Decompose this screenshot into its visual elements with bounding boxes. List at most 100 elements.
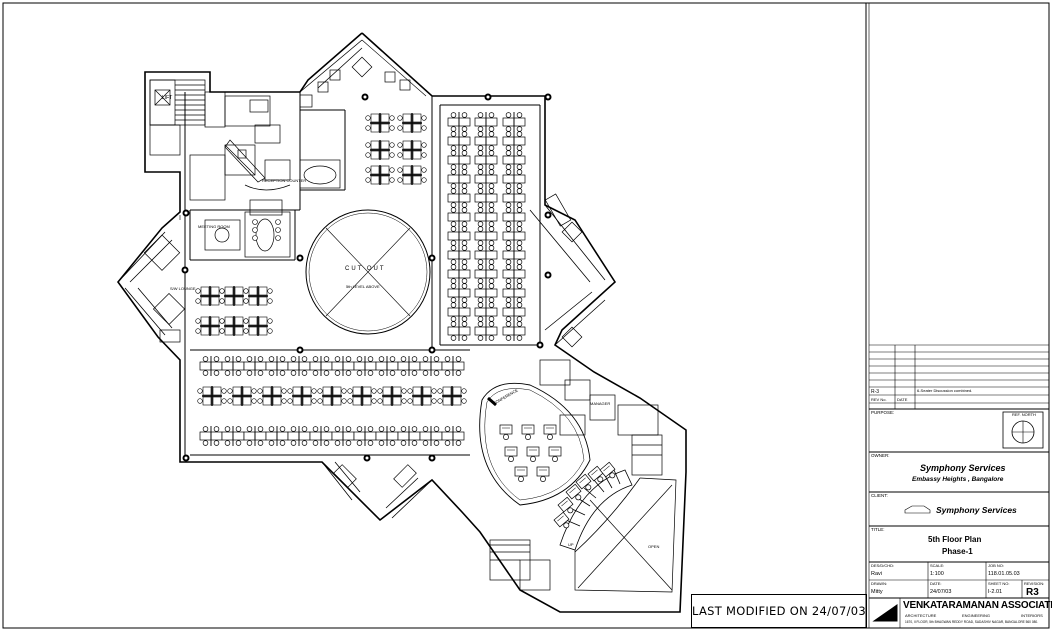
workstation-cluster (377, 385, 407, 407)
up-label: UP (568, 542, 574, 547)
structural-column (182, 454, 190, 462)
workstation-pair (447, 206, 471, 228)
workstation-pair (502, 263, 526, 285)
structural-column (484, 93, 492, 101)
workstation-pair (502, 206, 526, 228)
workstations-north (365, 112, 427, 186)
revision-value: R3 (1026, 587, 1039, 598)
structural-column (428, 346, 436, 354)
workstation-pair (502, 130, 526, 152)
workstation-pair (502, 244, 526, 266)
meeting-room (204, 211, 291, 258)
workstation-pair (502, 282, 526, 304)
workstation-pair (502, 320, 526, 342)
cutout-label: CUT OUT (345, 266, 386, 272)
owner-label: OWNER: (871, 453, 890, 458)
workstation-pair (397, 425, 421, 447)
workstation-pair (221, 425, 245, 447)
workstation-pair (502, 149, 526, 171)
workstation-pair (474, 187, 498, 209)
owner-name: Symphony Services (920, 463, 1006, 473)
workstation-cluster (242, 315, 273, 337)
structural-column (544, 93, 552, 101)
structural-column (361, 93, 369, 101)
date-label: DATE: (930, 581, 942, 586)
workstation-pair (447, 149, 471, 171)
workstation-pair (243, 355, 267, 377)
job-value: 118.01.05.03 (988, 571, 1020, 577)
conference-desks (499, 424, 562, 482)
purpose-label: PURPOSE: (871, 410, 895, 415)
structural-column (428, 454, 436, 462)
lounge-label: S/W LOUNGE (170, 286, 196, 291)
workstation-pair (447, 263, 471, 285)
revision-col-label: REVISION: (1024, 581, 1045, 586)
workstations-west (194, 285, 273, 337)
firm-address: 1670, II FLOOR, 5th BHAGWAN REDDY ROAD, … (905, 620, 1039, 624)
workstation-cluster (194, 285, 226, 307)
revision-note: 6-Seater Discussion combined. (917, 388, 973, 393)
workstation-cluster (437, 385, 467, 407)
workstation-pair (447, 111, 471, 133)
workstation-pair (199, 425, 223, 447)
facade-windows (159, 94, 583, 488)
workstations-east (447, 111, 526, 342)
conference-oval (479, 382, 591, 506)
workstation-pair (309, 355, 333, 377)
workstation-cluster (196, 385, 228, 407)
sheet-label: SHEET NO: (988, 581, 1010, 586)
workstation-cluster (257, 385, 287, 407)
job-label: JOB NO: (988, 563, 1005, 568)
workstation-pair (397, 355, 421, 377)
conference-desk (536, 466, 550, 482)
workstation-pair (474, 263, 498, 285)
workstation-pair (447, 301, 471, 323)
structural-column (428, 254, 436, 262)
workstation-pair (375, 425, 399, 447)
revision-label: R-3 (871, 389, 880, 395)
firm-line-engineering: ENGINEERING (962, 613, 991, 618)
conference-desk (514, 466, 528, 482)
workstation-pair (474, 149, 498, 171)
workstation-pair (474, 168, 498, 190)
workstation-cluster (365, 112, 395, 134)
workstation-cluster (218, 285, 250, 307)
workstation-pair (287, 355, 311, 377)
workstation-pair (419, 425, 443, 447)
manager-cabins (539, 359, 616, 436)
workstation-cluster (194, 315, 226, 337)
workstation-pair (502, 301, 526, 323)
workstation-pair (447, 168, 471, 190)
workstation-pair (447, 282, 471, 304)
workstation-pair (441, 355, 465, 377)
date-value: 24/07/03 (930, 589, 952, 595)
workstation-cluster (397, 164, 427, 186)
rev-no-label: REV No. (871, 397, 887, 402)
workstation-pair (502, 225, 526, 247)
title-label: TITLE: (871, 527, 885, 532)
conference-desk (526, 446, 540, 462)
owner-address: Embassy Heights , Bangalore (912, 476, 1004, 483)
workstation-pair (474, 206, 498, 228)
workstation-cluster (397, 139, 427, 161)
workstation-pair (447, 130, 471, 152)
workstation-pair (441, 425, 465, 447)
workstation-pair (265, 355, 289, 377)
structural-column (544, 271, 552, 279)
workstation-pair (474, 225, 498, 247)
workstation-pair (474, 130, 498, 152)
firm-name: VENKATARAMANAN ASSOCIATES (903, 600, 1052, 611)
workstation-pair (447, 320, 471, 342)
workstation-cluster (365, 139, 395, 161)
workstation-cluster (218, 315, 250, 337)
workstation-pair (331, 355, 355, 377)
workstation-pair (375, 355, 399, 377)
scale-label: SCALE: (930, 563, 945, 568)
workstation-pair (265, 425, 289, 447)
workstation-pair (419, 355, 443, 377)
lounge (143, 234, 186, 326)
title-block (869, 344, 1049, 628)
date-col-label: DATE (897, 397, 908, 402)
client-name: Symphony Services (936, 505, 1017, 515)
lift-label: LIFT (162, 95, 172, 101)
